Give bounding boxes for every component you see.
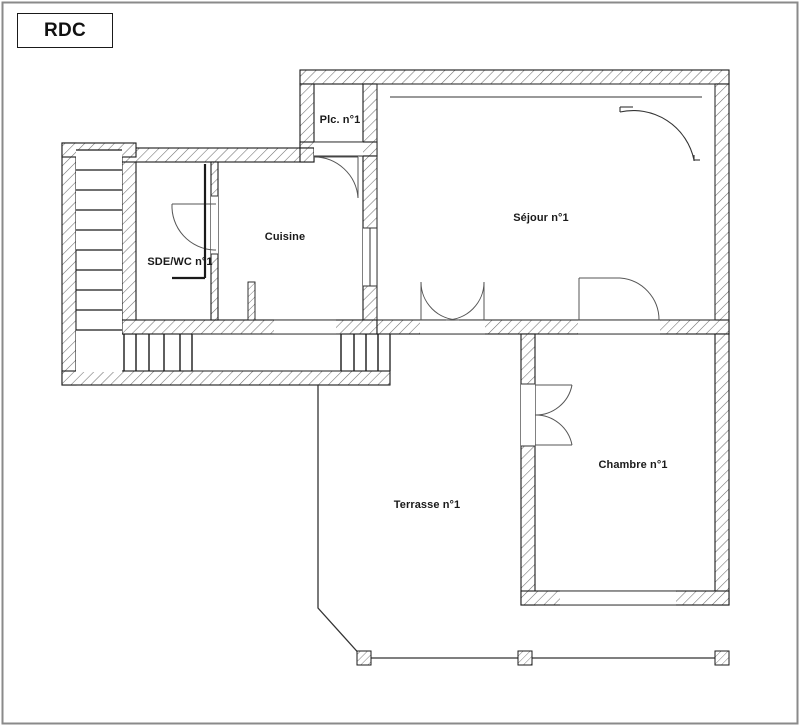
room-label-sdewc1: SDE/WC n°1 <box>147 256 213 268</box>
wall-openings <box>211 141 676 606</box>
room-label-chambre1: Chambre n°1 <box>598 459 668 471</box>
sejour-terrace-door <box>578 277 660 321</box>
room-label-plc1: Plc. n°1 <box>319 114 361 126</box>
room-label-cuisine: Cuisine <box>264 231 306 243</box>
room-outlines <box>376 83 716 321</box>
sejour-double-door <box>420 281 485 321</box>
staircase-bottom-left <box>123 334 193 371</box>
cuisine-stub-wall <box>247 281 256 321</box>
porch-outline <box>192 333 391 372</box>
terrace-boundary <box>317 385 729 659</box>
sdewc1-door <box>171 203 216 251</box>
plc1-door <box>313 156 359 199</box>
room-label-sejour1: Séjour n°1 <box>513 212 569 224</box>
level-badge: RDC <box>17 13 113 48</box>
staircase-left <box>75 149 122 372</box>
sejour-corner-door <box>619 106 700 161</box>
level-badge-label: RDC <box>43 19 87 41</box>
chambre-double-door <box>534 384 573 446</box>
terrace-railing-posts <box>356 650 730 666</box>
room-label-terrasse1: Terrasse n°1 <box>393 499 461 511</box>
sdewc-partition <box>172 164 207 280</box>
